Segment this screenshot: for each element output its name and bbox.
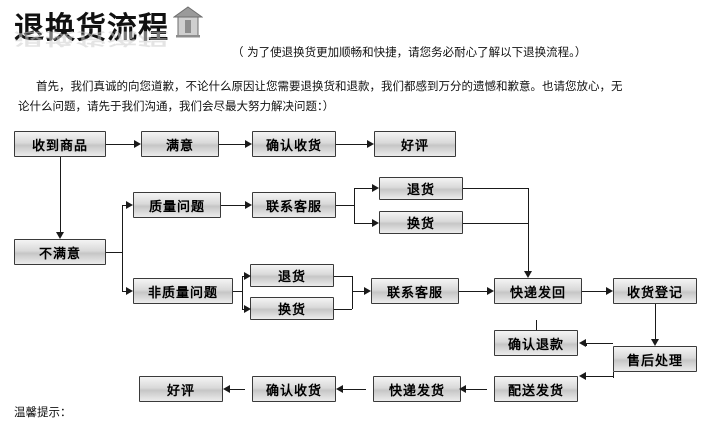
arrow-received-satisfied xyxy=(134,140,141,148)
connector-express-confirm2 xyxy=(343,389,366,390)
arrow-confirm2-praise2 xyxy=(223,385,230,393)
title-note: （ 为了使退换货更加顺畅和快捷，请您务必耐心了解以下退换流程。） xyxy=(232,45,587,59)
node-confirm-receipt-1[interactable]: 确认收货 xyxy=(252,131,336,157)
arrow-aftersale-refund xyxy=(579,339,586,347)
connector-nonquality-return2 xyxy=(242,276,244,277)
connector-delivery-express xyxy=(466,389,487,390)
connector-confirm1-praise1 xyxy=(336,144,367,145)
connector-aftersale-refund-h xyxy=(586,343,613,344)
node-praise-2[interactable]: 好评 xyxy=(139,376,223,402)
node-send-back[interactable]: 快递发回 xyxy=(494,278,582,304)
title-text: 退换货流程 xyxy=(14,11,169,46)
connector-branch-top xyxy=(122,205,126,206)
node-exchange-2[interactable]: 换货 xyxy=(250,297,334,320)
connector-exchange2-merge xyxy=(334,309,352,310)
node-express-ship[interactable]: 快递发货 xyxy=(373,376,461,402)
arrow-merge-sendback xyxy=(524,271,532,278)
intro-paragraph: 首先，我们真诚的向您道歉，不论什么原因让您需要退换货和退款，我们都感到万分的遗憾… xyxy=(18,76,676,116)
node-quality-issue[interactable]: 质量问题 xyxy=(133,192,221,218)
connector-quality-service1 xyxy=(221,205,245,206)
connector-register-aftersale xyxy=(655,304,656,339)
arrow-satisfied-confirm1 xyxy=(245,140,252,148)
node-contact-service-1[interactable]: 联系客服 xyxy=(252,192,336,218)
connector-service2-sendback xyxy=(459,291,487,292)
arrow-quality-service1 xyxy=(245,201,252,209)
node-contact-service-2[interactable]: 联系客服 xyxy=(371,278,459,304)
arrow-received-unsatisfied xyxy=(56,232,64,239)
connector-sendback-register xyxy=(582,291,606,292)
arrow-nonquality-return2 xyxy=(244,272,251,280)
connector-service1-split xyxy=(336,205,354,206)
connector-nonquality-split xyxy=(233,291,242,292)
node-exchange-1[interactable]: 换货 xyxy=(379,211,463,234)
node-confirm-receipt-2[interactable]: 确认收货 xyxy=(252,376,336,402)
arrow-service1-return1 xyxy=(372,184,379,192)
node-nonquality-issue[interactable]: 非质量问题 xyxy=(133,278,233,304)
footer-tip: 温馨提示： xyxy=(14,405,72,419)
connector-received-satisfied xyxy=(106,144,134,145)
connector-merge2-vertical xyxy=(352,276,353,309)
connector-branch-bottom xyxy=(122,291,126,292)
connector-right-merge-vertical xyxy=(528,188,529,271)
arrow-service2-sendback xyxy=(487,287,494,295)
connector-return2-merge xyxy=(334,276,352,277)
arrow-aftersale-delivery xyxy=(579,372,586,380)
arrow-sendback-register xyxy=(606,287,613,295)
node-satisfied[interactable]: 满意 xyxy=(141,131,219,157)
connector-service1-exchange1 xyxy=(354,223,372,224)
connector-service1-return1 xyxy=(354,188,372,189)
connector-refund-stub xyxy=(536,320,537,330)
arrow-express-confirm2 xyxy=(336,385,343,393)
connector-unsatisfied-trunk xyxy=(106,252,122,253)
connector-received-unsatisfied xyxy=(60,157,61,232)
node-received[interactable]: 收到商品 xyxy=(14,131,106,157)
arrow-delivery-express xyxy=(459,385,466,393)
node-return-2[interactable]: 退货 xyxy=(250,264,334,287)
connector-aftersale-refund-v xyxy=(586,343,587,346)
arrow-nonquality-exchange2 xyxy=(244,305,251,313)
house-icon xyxy=(172,6,204,42)
node-aftersale-processing[interactable]: 售后处理 xyxy=(613,346,697,372)
connector-nonquality-exchange2 xyxy=(242,309,244,310)
connector-merge2-service2 xyxy=(352,291,364,292)
connector-confirm2-praise2 xyxy=(230,389,245,390)
arrow-to-quality xyxy=(126,201,133,209)
arrow-service1-exchange1 xyxy=(372,219,379,227)
node-unsatisfied[interactable]: 不满意 xyxy=(14,239,106,265)
node-confirm-refund[interactable]: 确认退款 xyxy=(494,330,578,356)
node-receipt-registration[interactable]: 收货登记 xyxy=(613,278,697,304)
connector-nonquality-split-v xyxy=(242,276,243,309)
connector-return1-down xyxy=(463,188,528,189)
arrow-merge2-service2 xyxy=(364,287,371,295)
connector-aftersale-delivery-h xyxy=(586,376,613,377)
connector-aftersale-refund-link xyxy=(586,343,587,344)
arrow-to-nonquality xyxy=(126,287,133,295)
node-delivery[interactable]: 配送发货 xyxy=(494,376,578,402)
title-text-wrapper: 退换货流程 退换货流程 xyxy=(14,11,169,48)
intro-line-2: 论什么问题，请先于我们沟通，我们会尽最大努力解决问题：） xyxy=(18,99,335,113)
page-title: 退换货流程 退换货流程 xyxy=(14,6,204,48)
connector-exchange1-down xyxy=(463,223,528,224)
connector-satisfied-confirm1 xyxy=(219,144,245,145)
intro-line-1: 首先，我们真诚的向您道歉，不论什么原因让您需要退换货和退款，我们都感到万分的遗憾… xyxy=(36,79,623,93)
arrow-register-aftersale xyxy=(651,339,659,346)
arrow-confirm1-praise1 xyxy=(367,140,374,148)
connector-aftersale-delivery-v xyxy=(613,372,614,378)
connector-branch-vertical xyxy=(122,205,123,291)
node-return-1[interactable]: 退货 xyxy=(379,177,463,200)
connector-service1-split-v xyxy=(354,188,355,223)
node-praise-1[interactable]: 好评 xyxy=(374,131,456,157)
